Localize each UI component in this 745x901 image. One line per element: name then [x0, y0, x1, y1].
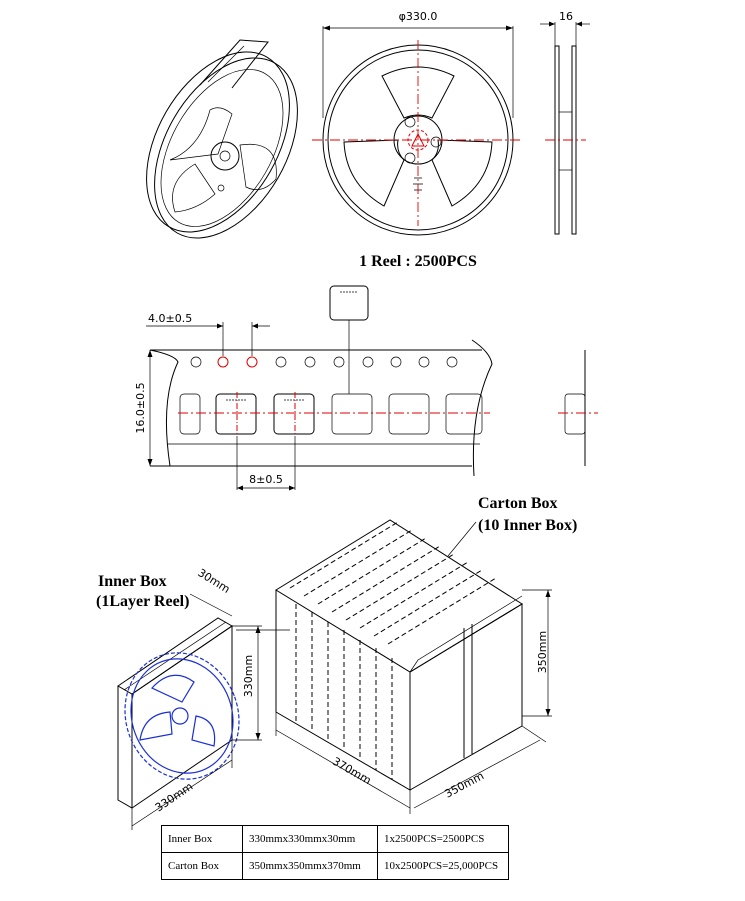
reel-caption: 1 Reel : 2500PCS — [359, 253, 477, 270]
pocket-pitch-label: 8±0.5 — [249, 473, 283, 486]
reel-front-view — [312, 25, 522, 236]
carrier-tape — [149, 285, 598, 477]
row-name: Inner Box — [161, 825, 243, 853]
carton-box-drawing — [236, 519, 552, 814]
reel-side-view — [540, 21, 590, 235]
reel-perspective-view — [146, 39, 298, 239]
row-name: Carton Box — [161, 852, 243, 880]
inner-box-thickness-label: 30mm — [195, 566, 232, 596]
row-quantity: 10x2500PCS=25,000PCS — [377, 852, 509, 880]
table-row: Inner Box 330mmx330mmx30mm 1x2500PCS=250… — [161, 825, 509, 853]
table-row: Carton Box 350mmx350mmx370mm 10x2500PCS=… — [161, 852, 509, 880]
reel-width-label: 16 — [559, 10, 573, 23]
row-size: 350mmx350mmx370mm — [242, 852, 378, 880]
carton-title-line2: (10 Inner Box) — [478, 517, 577, 534]
reel-diameter-label: φ330.0 — [399, 10, 438, 23]
carton-height-label: 350mm — [536, 631, 549, 673]
carton-title-line1: Carton Box — [478, 495, 558, 512]
row-quantity: 1x2500PCS=2500PCS — [377, 825, 509, 853]
inner-box-height-label: 330mm — [242, 655, 255, 697]
carton-depth-label: 350mm — [443, 769, 487, 800]
inner-box-width-label: 330mm — [153, 780, 195, 815]
row-size: 330mmx330mmx30mm — [242, 825, 378, 853]
carton-width-label: 370mm — [330, 755, 373, 787]
tape-width-label: 16.0±0.5 — [134, 382, 147, 433]
inner-box-title-line2: (1Layer Reel) — [96, 593, 189, 610]
inner-box-drawing — [117, 593, 262, 830]
hole-pitch-label: 4.0±0.5 — [148, 312, 192, 325]
packing-spec-table: Inner Box 330mmx330mmx30mm 1x2500PCS=250… — [161, 825, 509, 880]
tape-dimensions — [146, 322, 296, 491]
inner-box-title-line1: Inner Box — [98, 573, 167, 590]
